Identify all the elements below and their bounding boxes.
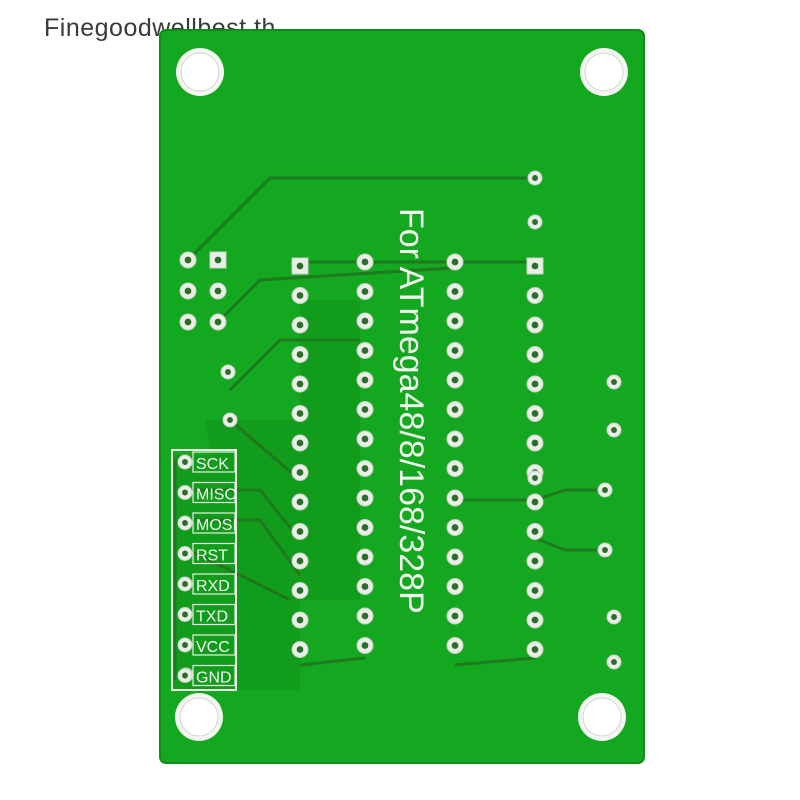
pin-label-pad (177, 515, 193, 531)
dip-pad (291, 434, 309, 452)
dip-pad (291, 552, 309, 570)
dip-pad (291, 611, 309, 629)
dip-pad (526, 405, 544, 422)
dip-pad (291, 375, 309, 393)
extra-pad (597, 482, 613, 498)
pin-label-pad (177, 607, 193, 622)
dip-pad (446, 578, 464, 595)
pin-label-pad (177, 485, 193, 500)
pin-label-pad (177, 668, 193, 683)
dip-pad (291, 405, 309, 422)
dip-pad (526, 257, 544, 275)
isp-pad (209, 282, 227, 300)
dip-pad (291, 641, 309, 658)
pin-label-pad (177, 546, 193, 561)
pin-label-rxd: RXD (196, 578, 230, 595)
dip-pad (446, 430, 464, 448)
dip-pad (446, 371, 464, 389)
dip-pad (526, 493, 544, 511)
dip-pad (526, 316, 544, 334)
dip-pad (291, 582, 309, 599)
isp-pad (209, 313, 227, 331)
dip-pad (291, 257, 309, 275)
dip-pad (356, 371, 374, 389)
dip-pad (356, 342, 374, 359)
dip-pad (526, 287, 544, 304)
extra-pad (597, 542, 613, 558)
extra-pad (606, 422, 622, 438)
pin-label-gnd: GND (196, 670, 232, 687)
pin-label-sck: SCK (196, 456, 229, 473)
dip-pad (356, 637, 374, 654)
pin-label-box (171, 449, 237, 691)
pin-label-miso: MISO (196, 487, 237, 504)
dip-pad (356, 519, 374, 536)
dip-pad (526, 375, 544, 393)
dip-pad (526, 582, 544, 599)
dip-pad (446, 312, 464, 330)
dip-pad (526, 552, 544, 570)
dip-pad (291, 316, 309, 334)
dip-pad (356, 578, 374, 595)
isp-header (179, 251, 227, 331)
dip-pad (526, 346, 544, 363)
dip-pad (446, 283, 464, 300)
pin-label-rst: RST (196, 548, 228, 565)
dip-pad (526, 434, 544, 452)
dip-pad (446, 519, 464, 536)
extra-pad (527, 170, 543, 186)
dip-pad (356, 460, 374, 477)
dip-pad (446, 607, 464, 625)
isp-pad (209, 251, 227, 269)
dip-pad (356, 489, 374, 507)
dip-pad (446, 548, 464, 566)
chip-compatibility-label: For ATmega48/8/168/328P (392, 208, 430, 614)
dip-pad (446, 489, 464, 507)
pin-label-pad (177, 454, 193, 470)
pin-label-pad (177, 576, 193, 592)
isp-pad (179, 313, 197, 331)
pin-label-txd: TXD (196, 609, 228, 626)
isp-pad (179, 251, 197, 269)
dip-pad (356, 607, 374, 625)
extra-pad (606, 654, 622, 670)
dip-pad (356, 283, 374, 300)
dip-pad (356, 548, 374, 566)
dip-right-column (446, 253, 544, 658)
dip-pad (446, 637, 464, 654)
pin-label-vcc: VCC (196, 639, 230, 656)
dip-pad (446, 342, 464, 359)
pin-labels: SCK MISO MOSI RST RXD TXD VCC GND (177, 451, 237, 687)
dip-pad (291, 346, 309, 363)
dip-left-column (291, 253, 374, 658)
dip-pad (291, 493, 309, 511)
isp-pad (179, 282, 197, 300)
dip-pad (526, 523, 544, 540)
dip-pad (526, 611, 544, 629)
dip-pad (356, 401, 374, 418)
dip-pad (291, 523, 309, 540)
extra-pad (527, 470, 543, 486)
dip-pad (356, 312, 374, 330)
mounting-holes (175, 48, 628, 741)
dip-pad (291, 464, 309, 481)
dip-pad (291, 287, 309, 304)
extra-pad (220, 364, 236, 380)
dip-pad (356, 253, 374, 271)
dip-pad (526, 641, 544, 658)
extra-pad (606, 609, 622, 625)
pin-label-mosi: MOSI (196, 517, 237, 534)
dip-pad (446, 460, 464, 477)
extra-pad (527, 214, 543, 230)
dip-pad (356, 430, 374, 448)
extra-pad (222, 412, 238, 428)
dip-pad (446, 401, 464, 418)
pin-label-pad (177, 637, 193, 653)
dip-pad (446, 253, 464, 271)
extra-pad (606, 374, 622, 390)
